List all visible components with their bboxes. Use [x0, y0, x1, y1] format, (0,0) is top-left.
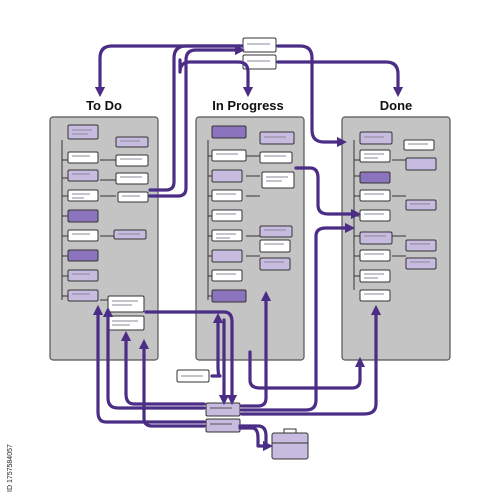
cards-done	[359, 131, 437, 302]
cards-todo	[67, 124, 149, 331]
hub-card-2	[205, 418, 241, 433]
hub-card	[205, 402, 241, 417]
top-card	[242, 37, 277, 53]
column-title-inprogress: In Progress	[212, 98, 284, 113]
column-connectors	[61, 140, 406, 301]
column-title-todo: To Do	[86, 98, 122, 113]
archive-tray	[271, 432, 309, 460]
column-title-done: Done	[380, 98, 413, 113]
card-text-lines	[72, 129, 430, 326]
workflow-arrows	[92, 44, 404, 452]
column-done-panel	[341, 116, 451, 361]
image-id-text: ID 1757584057	[7, 444, 14, 492]
